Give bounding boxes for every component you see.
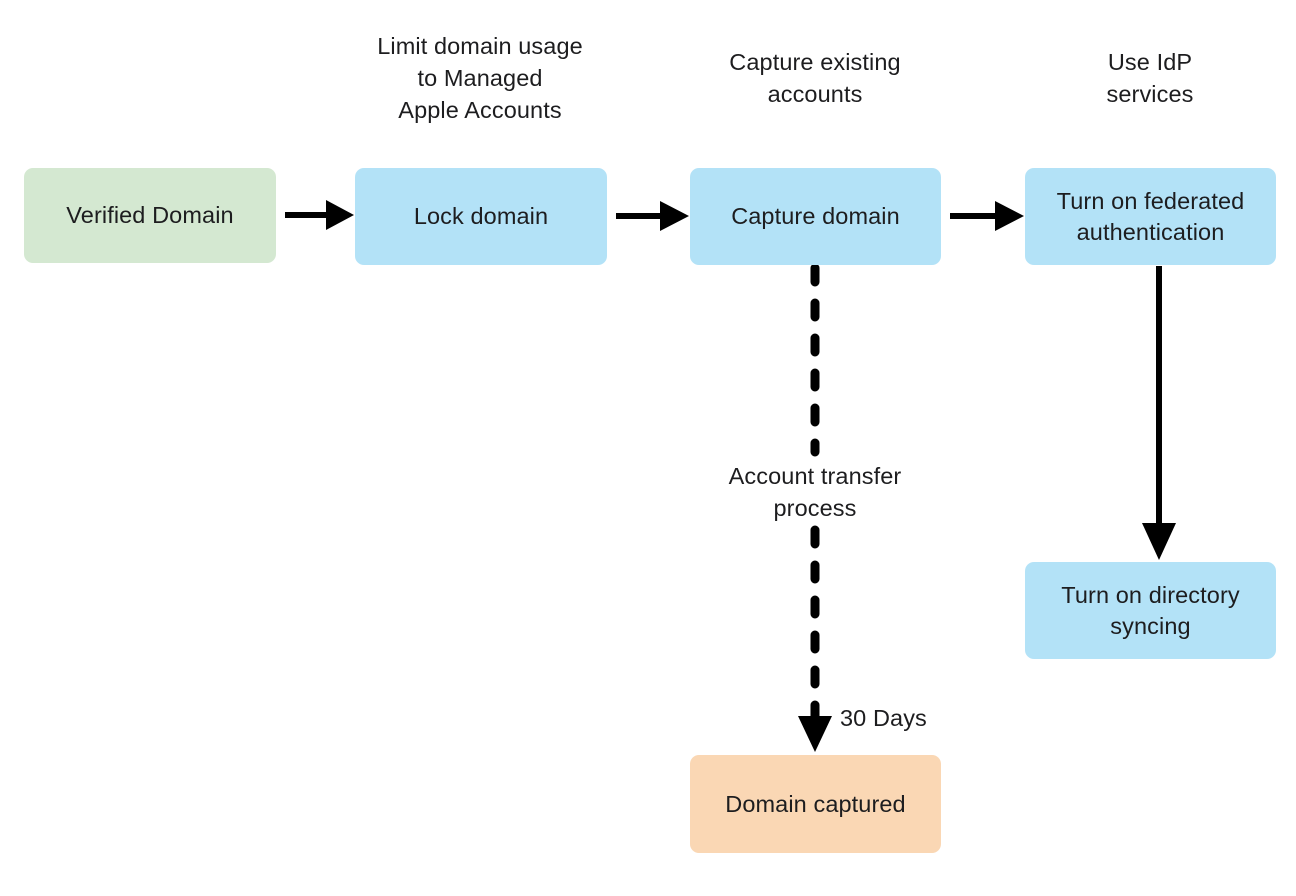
node-verified-domain[interactable]: Verified Domain <box>24 168 276 263</box>
node-capture-domain[interactable]: Capture domain <box>690 168 941 265</box>
edge-capture-to-federated <box>950 201 1024 231</box>
caption-lock-domain: Limit domain usage to Managed Apple Acco… <box>377 33 583 123</box>
edge-verified-to-lock <box>285 200 354 230</box>
edge-federated-to-directory <box>1142 266 1176 560</box>
caption-federated-auth: Use IdP services <box>1106 49 1194 107</box>
caption-capture-domain: Capture existing accounts <box>729 49 901 107</box>
edge-lock-to-capture <box>616 201 689 231</box>
node-lock-domain[interactable]: Lock domain <box>355 168 607 265</box>
edge-label-account-transfer-process: Account transfer process <box>728 463 902 521</box>
node-turn-on-directory-syncing[interactable]: Turn on directory syncing <box>1025 562 1276 659</box>
node-turn-on-federated-authentication[interactable]: Turn on federated authentication <box>1025 168 1276 265</box>
node-domain-captured[interactable]: Domain captured <box>690 755 941 853</box>
edge-label-30-days: 30 Days <box>840 705 927 731</box>
